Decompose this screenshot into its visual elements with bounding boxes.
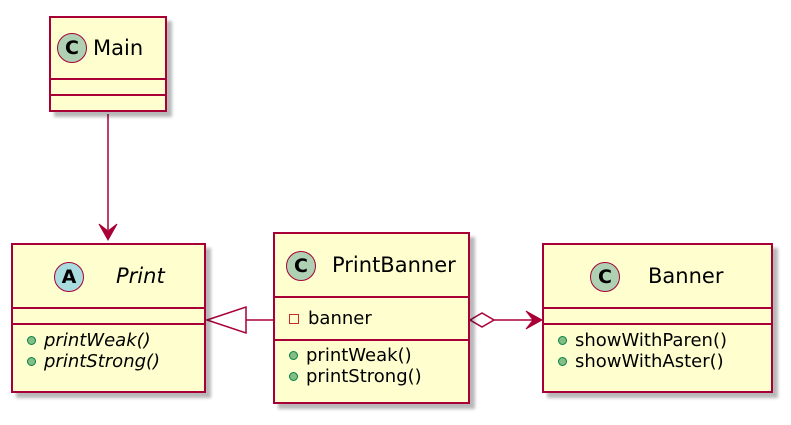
class-icon: C <box>286 251 316 281</box>
aggregation-arrowhead-icon <box>525 310 544 330</box>
method-row: showWithAster() <box>558 351 771 372</box>
private-visibility-icon <box>289 313 299 324</box>
class-printbanner-methods: printWeak() printStrong() <box>275 341 468 387</box>
method-row: showWithParen() <box>558 330 771 351</box>
class-main: C Main <box>49 16 167 112</box>
public-visibility-icon <box>289 351 298 360</box>
class-print-fields <box>13 309 204 325</box>
class-banner-header: C Banner <box>544 245 771 309</box>
method-name: showWithAster() <box>575 351 724 372</box>
class-icon: C <box>57 33 87 63</box>
class-print-name: Print <box>116 264 165 288</box>
aggregation-diamond-icon <box>468 312 496 328</box>
class-banner: C Banner showWithParen() showWithAster() <box>542 243 773 393</box>
class-printbanner-header: C PrintBanner <box>275 234 468 298</box>
public-visibility-icon <box>289 372 298 381</box>
class-banner-methods: showWithParen() showWithAster() <box>544 325 771 372</box>
class-icon: C <box>590 262 620 292</box>
class-main-fields <box>51 80 165 96</box>
inheritance-triangle-icon <box>204 305 247 335</box>
abstract-class-icon: A <box>54 262 84 292</box>
class-printbanner-fields: banner <box>275 298 468 341</box>
class-printbanner: C PrintBanner banner printWeak() printSt… <box>273 232 470 404</box>
class-print-methods: printWeak() printStrong() <box>13 325 204 372</box>
public-visibility-icon <box>558 357 567 366</box>
method-row: printStrong() <box>289 366 468 387</box>
method-name: printWeak() <box>306 345 412 366</box>
class-banner-fields <box>544 309 771 325</box>
method-row: printWeak() <box>289 345 468 366</box>
method-row: printWeak() <box>27 330 204 351</box>
method-name: printWeak() <box>44 330 151 351</box>
class-main-header: C Main <box>51 18 165 80</box>
method-name: printStrong() <box>44 351 161 372</box>
association-arrowhead-icon <box>98 223 118 242</box>
class-printbanner-name: PrintBanner <box>332 253 456 277</box>
field-row: banner <box>289 308 468 329</box>
public-visibility-icon <box>27 336 36 345</box>
method-row: printStrong() <box>27 351 204 372</box>
public-visibility-icon <box>27 357 36 366</box>
method-name: showWithParen() <box>575 330 727 351</box>
public-visibility-icon <box>558 336 567 345</box>
method-name: printStrong() <box>306 366 422 387</box>
class-print-header: A Print <box>13 245 204 309</box>
class-print: A Print printWeak() printStrong() <box>11 243 206 393</box>
class-main-name: Main <box>93 36 144 60</box>
field-name: banner <box>308 308 372 329</box>
class-banner-name: Banner <box>648 264 724 288</box>
